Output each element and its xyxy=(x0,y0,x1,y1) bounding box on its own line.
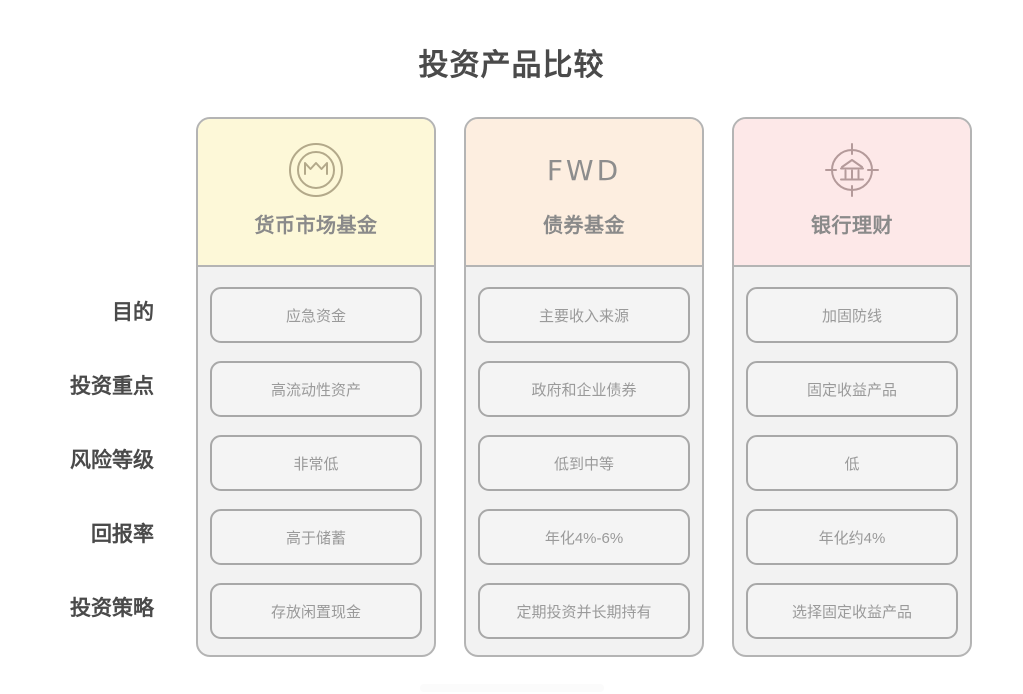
cell-risk-level[interactable]: 低到中等 xyxy=(478,435,690,491)
cell-investment-focus[interactable]: 政府和企业债券 xyxy=(478,361,690,417)
cell-investment-focus[interactable]: 高流动性资产 xyxy=(210,361,422,417)
cell-return-rate[interactable]: 年化约4% xyxy=(746,509,958,565)
row-label-strategy: 投资策略 xyxy=(70,597,154,620)
cell-strategy[interactable]: 选择固定收益产品 xyxy=(746,583,958,639)
footer-edge-shadow xyxy=(420,684,604,692)
cell-risk-level[interactable]: 低 xyxy=(746,435,958,491)
column-title: 债券基金 xyxy=(543,215,625,237)
column-title: 货币市场基金 xyxy=(254,215,378,237)
product-column-bond-fund[interactable]: FWD 债券基金 主要收入来源 政府和企业债券 低到中等 年化4%-6% 定期投… xyxy=(464,117,704,657)
row-label-purpose: 目的 xyxy=(112,301,154,324)
column-title: 银行理财 xyxy=(811,215,893,237)
row-label-column: 目的 投资重点 风险等级 回报率 投资策略 xyxy=(0,117,182,662)
row-label-risk-level: 风险等级 xyxy=(70,449,154,472)
fwd-logo-text: FWD xyxy=(546,153,622,187)
row-label-return-rate: 回报率 xyxy=(91,523,154,546)
comparison-table: 目的 投资重点 风险等级 回报率 投资策略 货币市场基金 应急资金 高流动性资产… xyxy=(0,117,1023,662)
fwd-wordmark-logo: FWD xyxy=(547,141,621,199)
cell-return-rate[interactable]: 年化4%-6% xyxy=(478,509,690,565)
row-label-investment-focus: 投资重点 xyxy=(70,375,154,398)
column-header: 货币市场基金 xyxy=(198,119,434,267)
bank-target-icon xyxy=(823,141,881,199)
cell-purpose[interactable]: 主要收入来源 xyxy=(478,287,690,343)
coin-m-icon xyxy=(287,141,345,199)
product-column-money-market-fund[interactable]: 货币市场基金 应急资金 高流动性资产 非常低 高于储蓄 存放闲置现金 xyxy=(196,117,436,657)
page-title: 投资产品比较 xyxy=(418,49,605,82)
cell-strategy[interactable]: 定期投资并长期持有 xyxy=(478,583,690,639)
cell-purpose[interactable]: 加固防线 xyxy=(746,287,958,343)
cell-risk-level[interactable]: 非常低 xyxy=(210,435,422,491)
product-column-bank-wealth[interactable]: 银行理财 加固防线 固定收益产品 低 年化约4% 选择固定收益产品 xyxy=(732,117,972,657)
column-header: 银行理财 xyxy=(734,119,970,267)
cell-purpose[interactable]: 应急资金 xyxy=(210,287,422,343)
cell-investment-focus[interactable]: 固定收益产品 xyxy=(746,361,958,417)
cell-strategy[interactable]: 存放闲置现金 xyxy=(210,583,422,639)
cell-return-rate[interactable]: 高于储蓄 xyxy=(210,509,422,565)
column-header: FWD 债券基金 xyxy=(466,119,702,267)
